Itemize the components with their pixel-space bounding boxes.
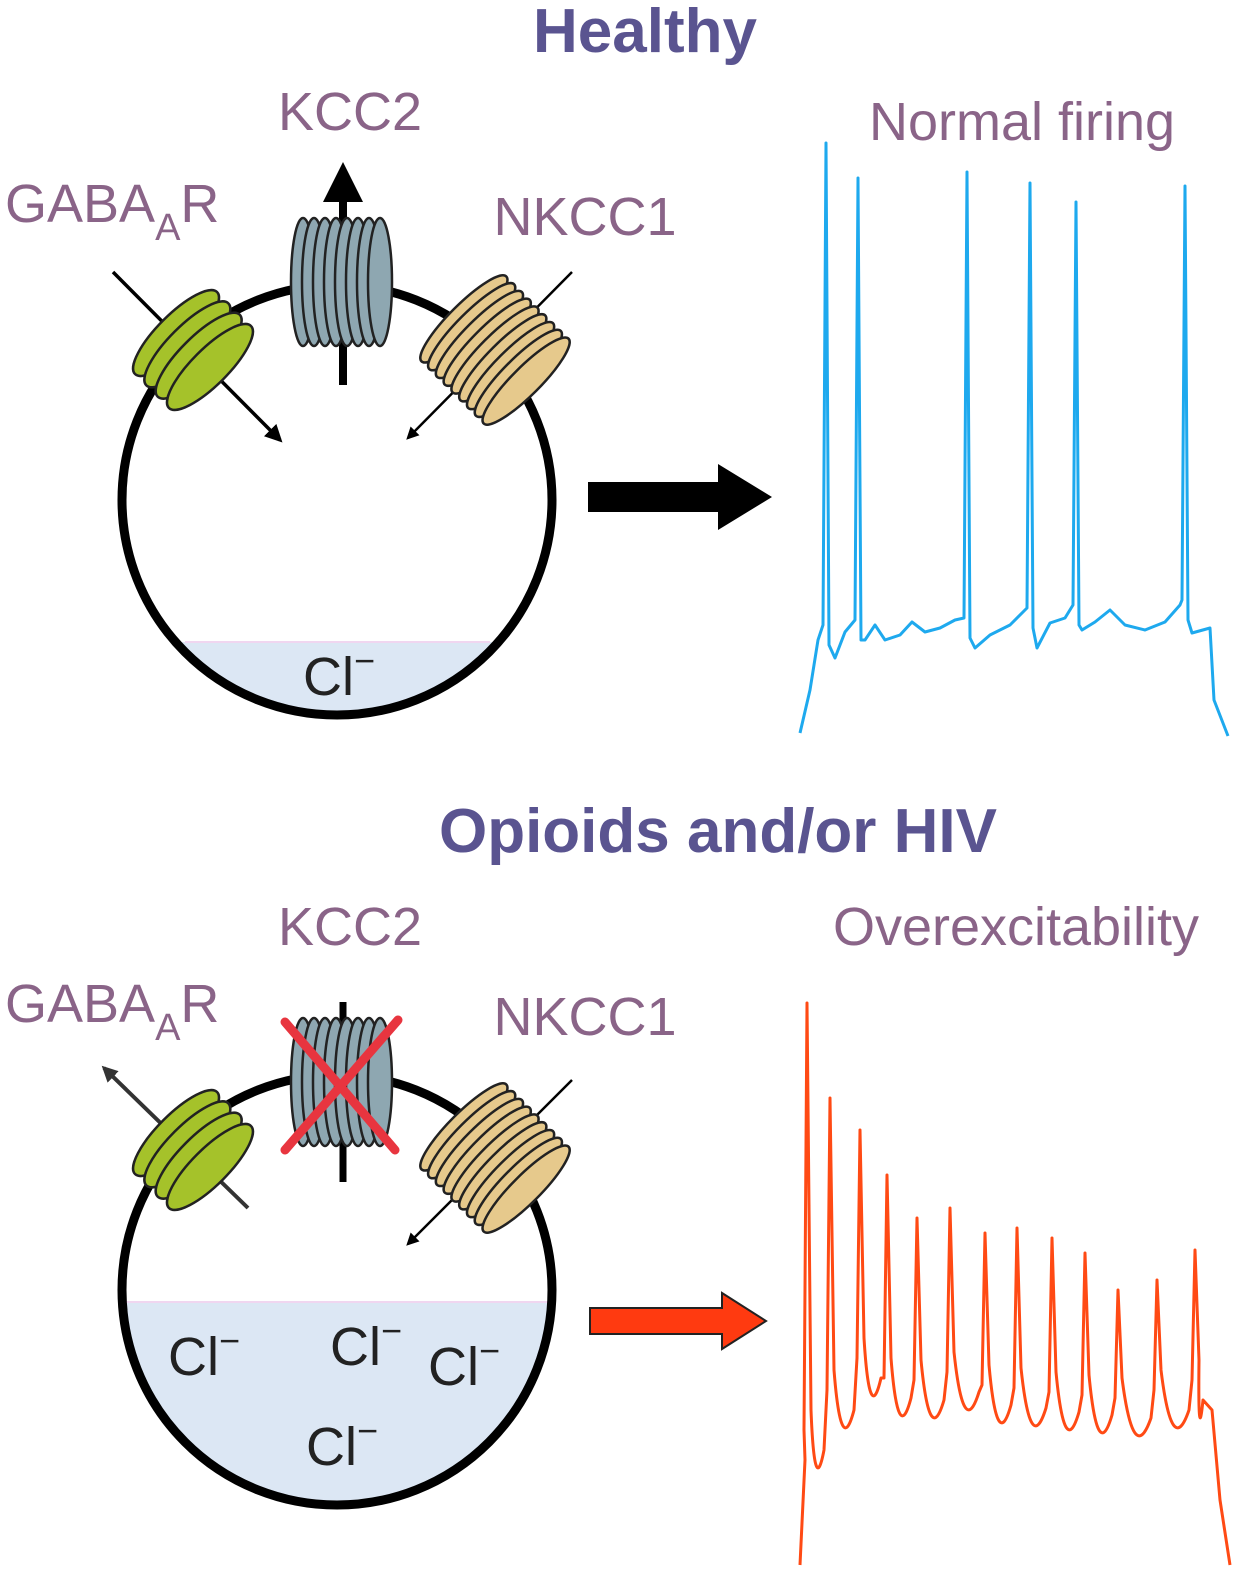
result-arrow-healthy — [588, 464, 772, 530]
nkcc1-transporter-icon — [406, 1079, 573, 1246]
trace-label-overexcitability: Overexcitability — [833, 897, 1199, 957]
nkcc1-label: NKCC1 — [493, 187, 676, 247]
opioids-hiv-heading: Opioids and/or HIV — [439, 797, 997, 866]
block-cross-icon — [280, 1015, 403, 1155]
gabaar-label: GABAAR — [5, 974, 219, 1049]
healthy-heading: Healthy — [533, 0, 757, 66]
chloride-ion-label: Cl− — [330, 1310, 402, 1377]
chloride-ion-label: Cl− — [428, 1330, 500, 1397]
nkcc1-transporter-icon — [406, 271, 573, 440]
chloride-ion-label: Cl− — [303, 640, 375, 707]
kcc2-transporter-icon — [289, 162, 394, 385]
firing-trace-overexcited — [798, 1001, 1232, 1566]
result-arrow-overexcited — [589, 1291, 768, 1351]
nkcc1-label: NKCC1 — [493, 987, 676, 1047]
healthy-panel: Healthy Cl− GABAAR — [5, 0, 1230, 737]
gabaar-label: GABAAR — [5, 174, 219, 249]
firing-trace-normal — [798, 141, 1230, 737]
opioids-hiv-panel: Opioids and/or HIV Cl− Cl− Cl− Cl− — [5, 797, 1232, 1566]
gabaar-channel-icon — [111, 270, 283, 443]
chloride-ion-label: Cl− — [306, 1410, 378, 1477]
gabaar-channel-icon — [101, 1065, 255, 1212]
chloride-ion-label: Cl− — [168, 1320, 240, 1387]
kcc2-label: KCC2 — [278, 82, 422, 142]
kcc2-label: KCC2 — [278, 897, 422, 957]
trace-label-normal: Normal firing — [869, 92, 1175, 152]
